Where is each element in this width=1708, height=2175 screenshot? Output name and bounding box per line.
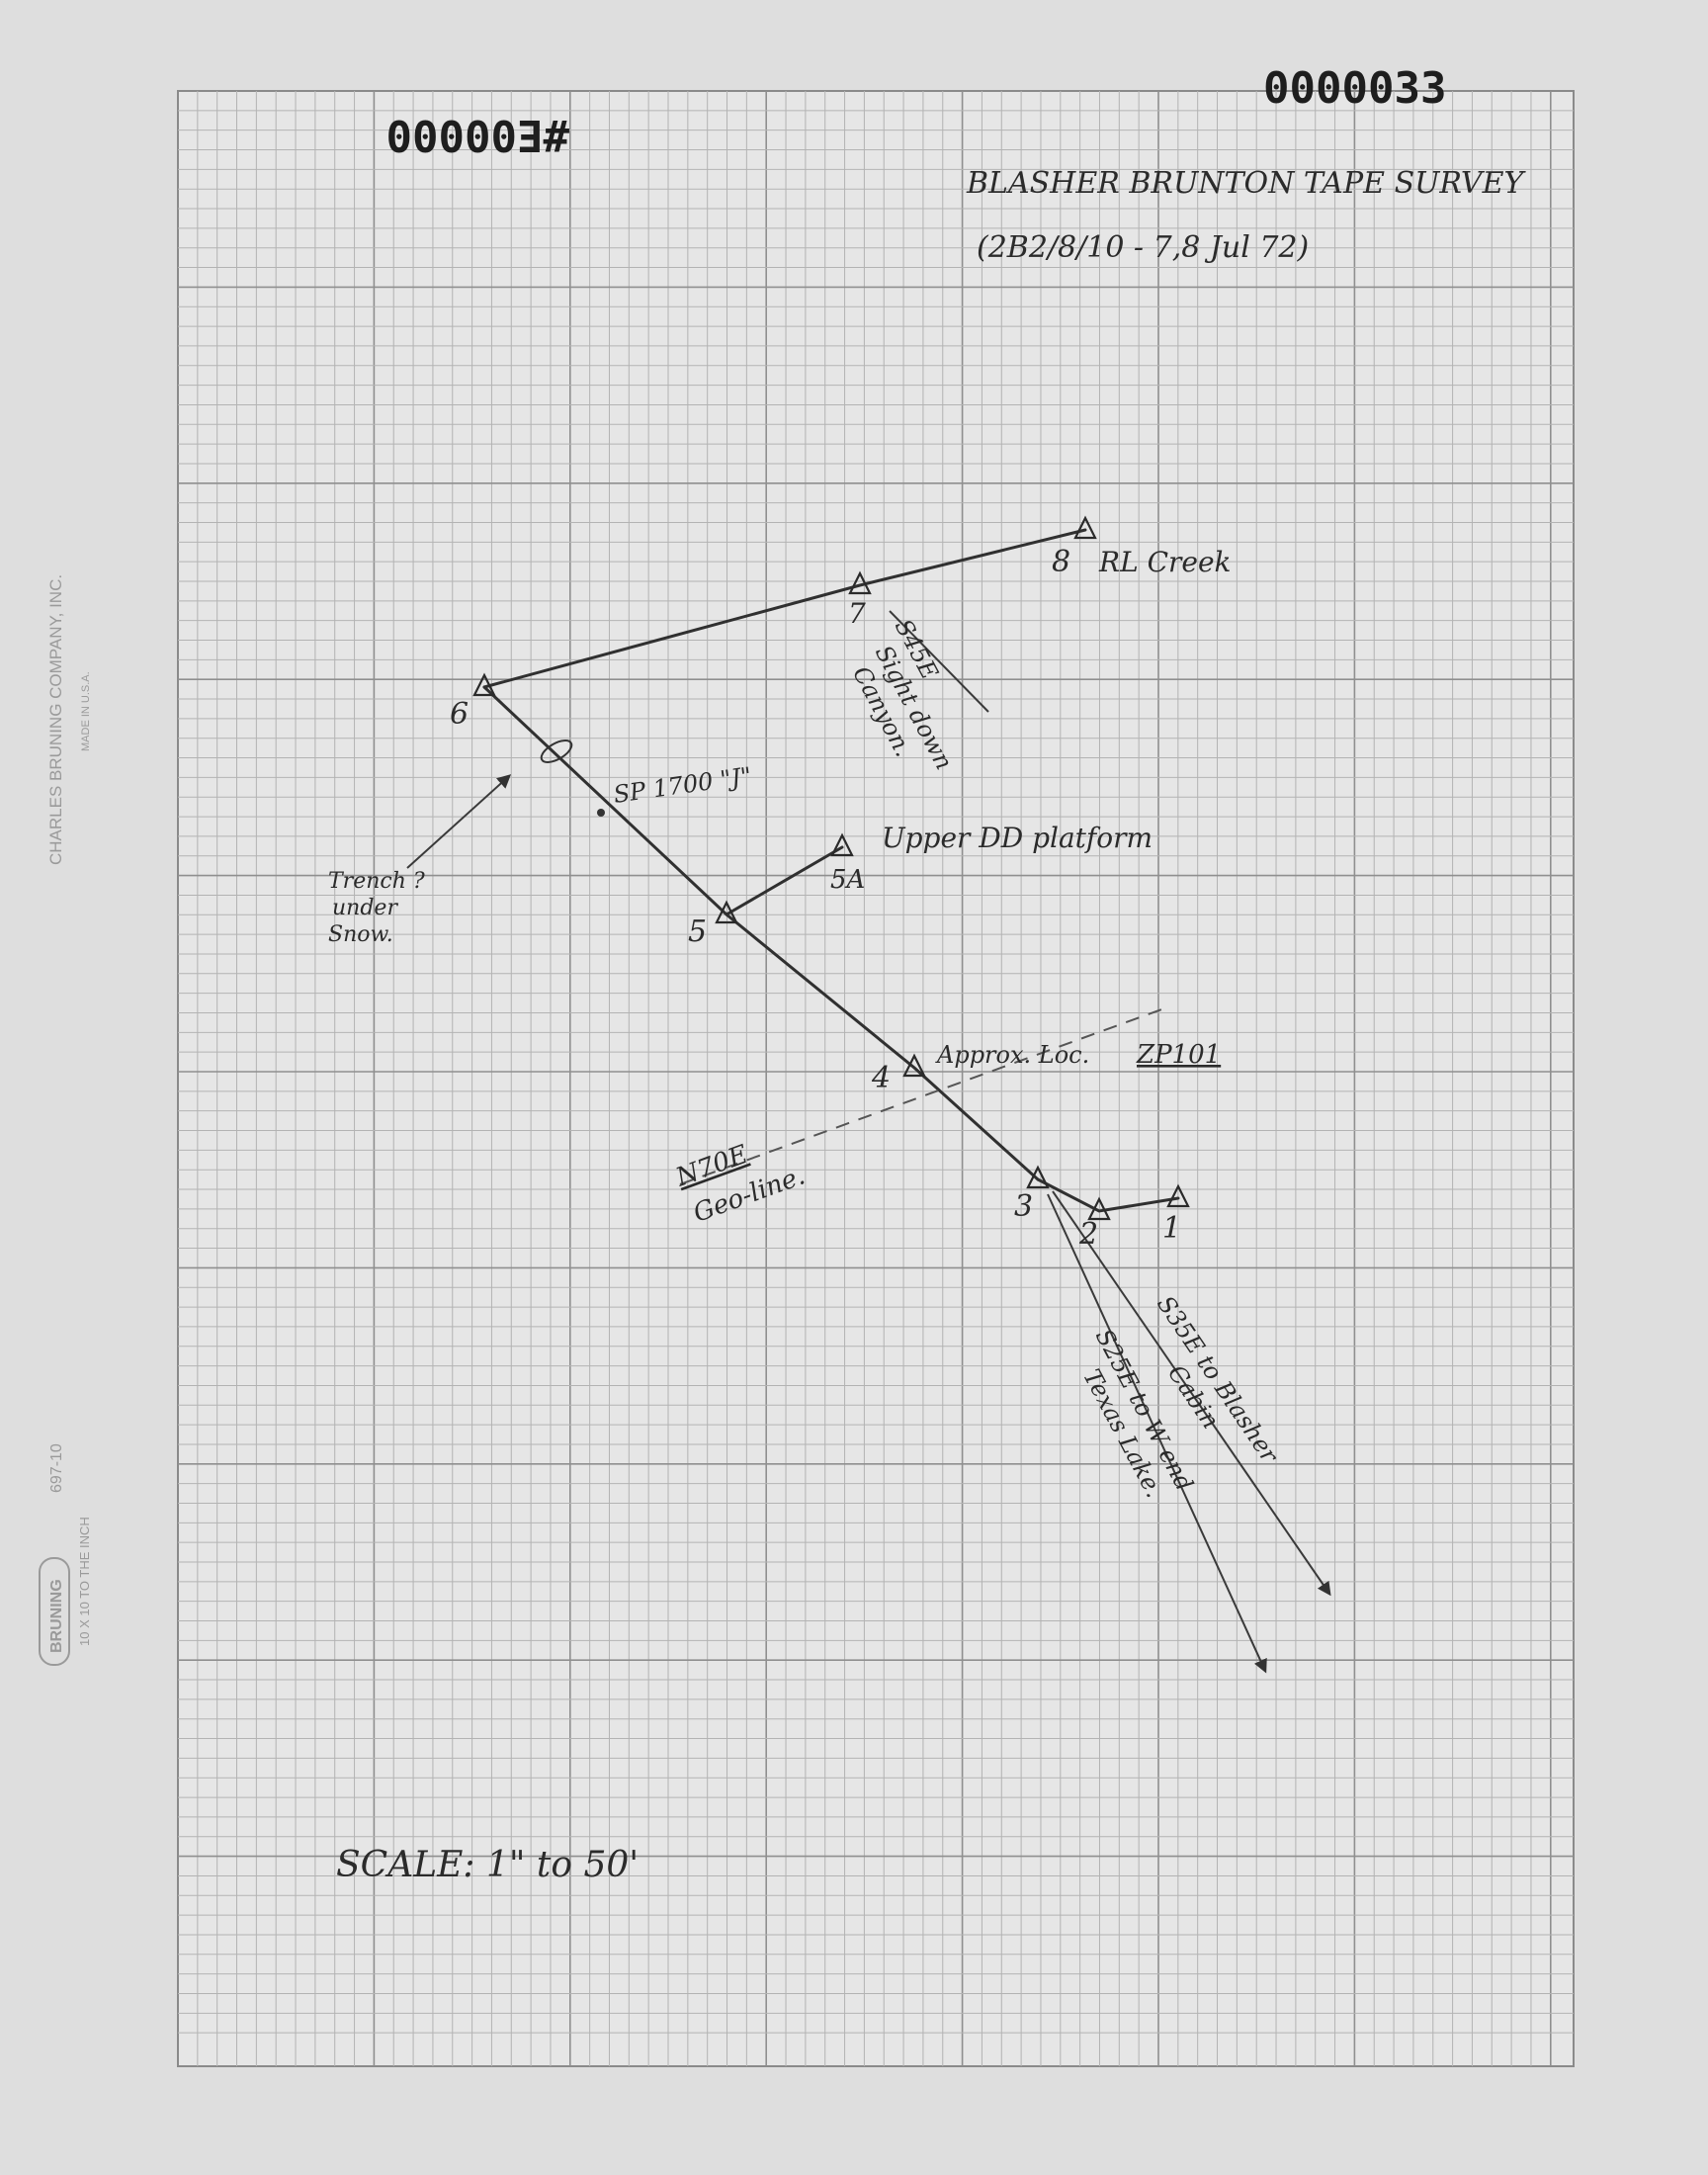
zp101-label: ZP101 <box>1136 1040 1221 1070</box>
trench-arrow <box>406 774 512 869</box>
sight-line-s35e-blasher-cabin <box>1052 1190 1331 1597</box>
station-3-marker <box>1026 1165 1050 1189</box>
station-1-label: 1 <box>1162 1211 1181 1246</box>
traverse-line-6-5-4-3 <box>482 685 1040 1181</box>
scale-note: SCALE: 1" to 50' <box>336 1845 639 1885</box>
station-5a-label: 5A <box>830 865 865 895</box>
station-7-label: 7 <box>848 597 866 630</box>
approx-loc-note: Approx. Loc. <box>935 1041 1089 1069</box>
traverse-line-3-2-1 <box>1036 1177 1180 1213</box>
station-5-marker <box>715 900 738 924</box>
stations <box>472 515 1190 1221</box>
station-5a-marker <box>830 832 854 857</box>
traverse <box>482 528 1180 1213</box>
trench-note-line1: Trench ? <box>328 869 425 894</box>
traverse-line-8-7-6 <box>482 528 1087 689</box>
station-3-label: 3 <box>1014 1189 1033 1224</box>
station-4-label: 4 <box>871 1061 891 1095</box>
station-4-marker <box>902 1053 926 1078</box>
sight-line-s25e-texas-lake <box>1047 1193 1267 1674</box>
station-8-label: 8 <box>1052 545 1070 579</box>
paper-manufacturer: CHARLES BRUNING COMPANY, INC. <box>46 574 65 865</box>
geo-line-n70e <box>679 1007 1165 1185</box>
paper-product-number: 697-10 <box>48 1443 65 1493</box>
bruning-logo: BRUNING <box>39 1557 70 1666</box>
station-2-marker <box>1087 1196 1111 1221</box>
station-6-marker <box>472 672 496 697</box>
trench-marker <box>540 740 573 763</box>
trench-note-line2: under <box>332 896 398 920</box>
upper-dd-platform-note: Upper DD platform <box>882 822 1153 854</box>
graph-paper-grid <box>177 90 1575 2067</box>
survey-subtitle: (2B2/8/10 - 7,8 Jul 72) <box>977 230 1309 265</box>
document-number-top-right: 0000033 <box>1263 63 1446 114</box>
rl-creek-note: RL Creek <box>1098 546 1232 578</box>
paper-made-in: MADE IN U.S.A. <box>80 671 92 751</box>
branch-line-5-5a <box>725 845 844 916</box>
station-7-marker <box>848 570 872 595</box>
station-6-label: 6 <box>450 697 469 732</box>
station-1-marker <box>1166 1183 1190 1208</box>
svg-text:BRUNING: BRUNING <box>48 1579 65 1653</box>
station-8-marker <box>1073 515 1097 540</box>
station-2-label: 2 <box>1078 1217 1098 1252</box>
survey-title: BLASHER BRUNTON TAPE SURVEY <box>966 166 1527 201</box>
paper-ruling: 10 X 10 TO THE INCH <box>77 1517 92 1646</box>
trench-note-line3: Snow. <box>328 922 393 947</box>
sp-1700-point <box>597 809 605 817</box>
sight-line-s45e-canyon <box>889 610 989 713</box>
document-number-top-left-mirrored: #E00000 <box>386 110 569 160</box>
station-5-label: 5 <box>688 914 707 949</box>
